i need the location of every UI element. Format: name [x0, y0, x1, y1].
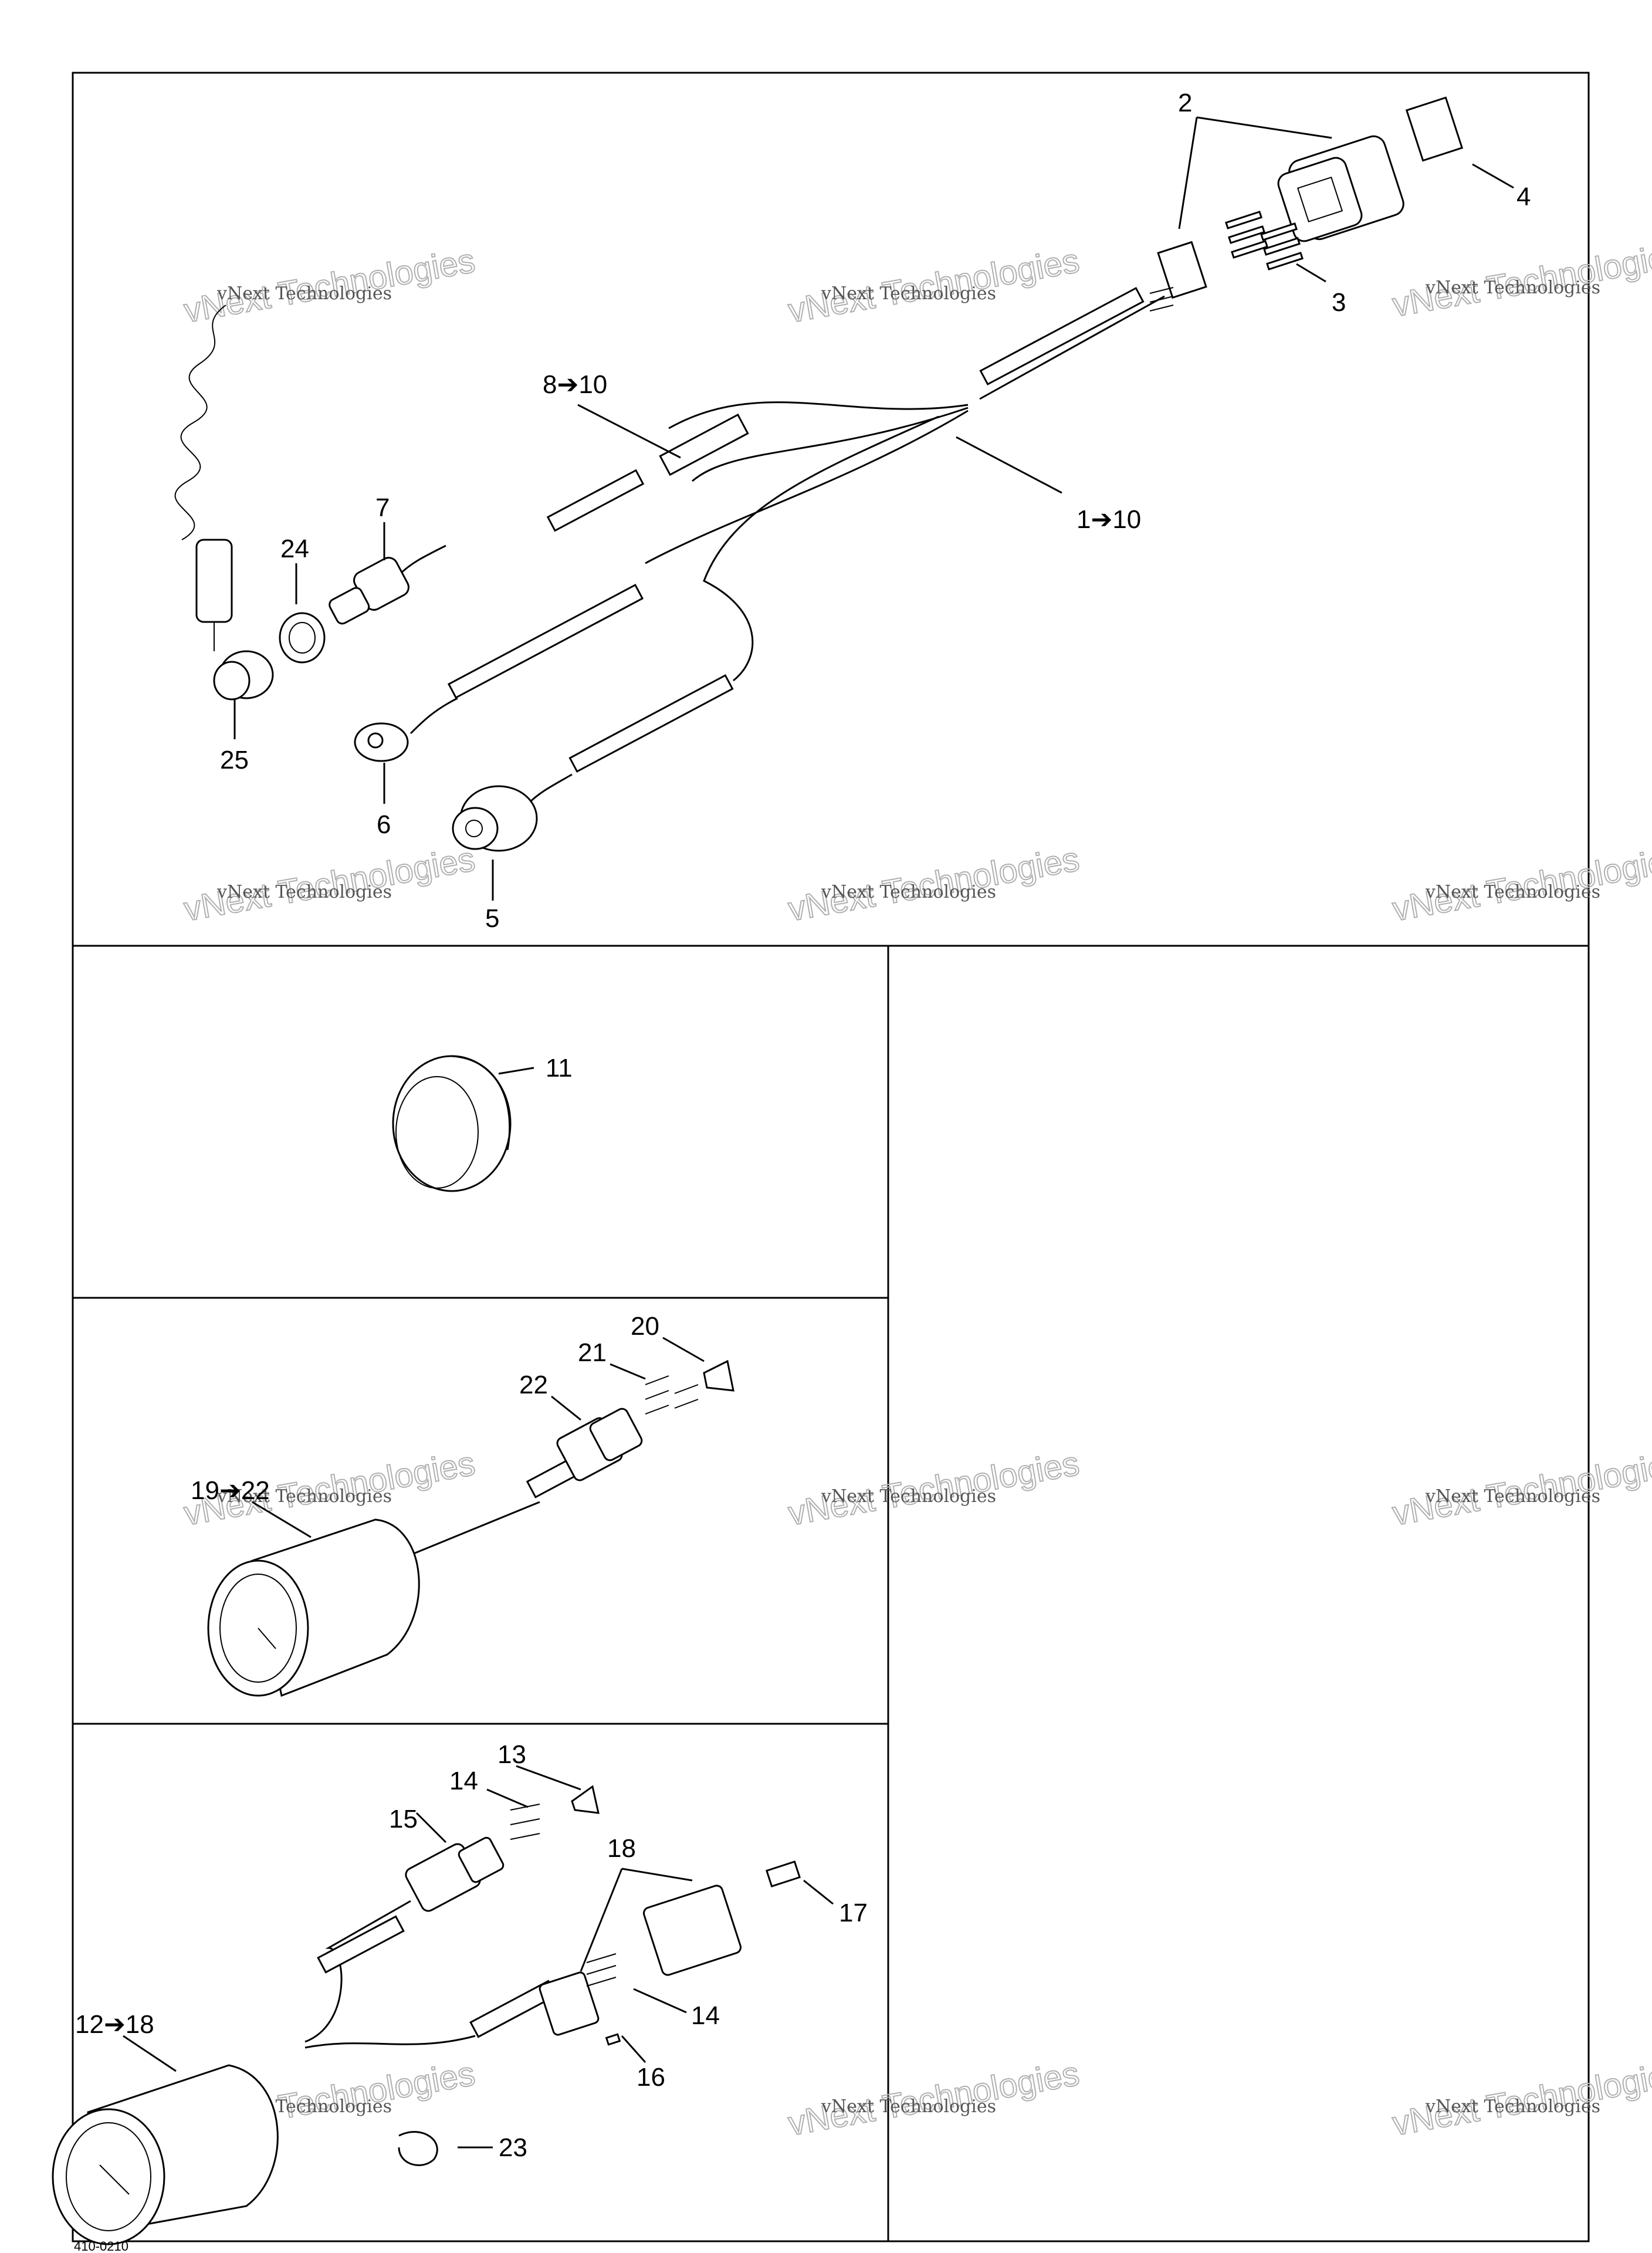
- leader-lines-gauge: [252, 1337, 705, 1538]
- bezel-ring: [392, 1055, 512, 1192]
- callout-12-18: 12➔18: [75, 2010, 154, 2039]
- svg-text:vNext Technologies: vNext Technologies: [821, 882, 996, 902]
- ring-terminal: [354, 697, 458, 762]
- callout-13: 13: [497, 1740, 526, 1769]
- trim-gauge: [52, 1785, 801, 2245]
- watermark-group: vNext Technologies vNext Technologies vN…: [181, 235, 1652, 2143]
- callout-4: 4: [1516, 182, 1531, 211]
- panel-borders: [72, 72, 1590, 2242]
- callout-14-bottom: 14: [691, 2001, 720, 2030]
- o-ring: [279, 612, 326, 664]
- watermark: vNext Technologies vNext Technologies: [1389, 235, 1652, 324]
- leader-lines-top: [233, 116, 1514, 901]
- sensor-plug: [329, 544, 446, 625]
- callout-20: 20: [631, 1312, 659, 1341]
- svg-text:vNext Technologies: vNext Technologies: [216, 1486, 392, 1507]
- callout-19-22: 19➔22: [191, 1476, 270, 1505]
- callout-25: 25: [220, 746, 249, 774]
- callout-1-10: 1➔10: [1076, 505, 1141, 534]
- watermark: vNext Technologies vNext Technologies: [1389, 1443, 1652, 1533]
- watermark: vNext Technologies vNext Technologies: [181, 241, 479, 330]
- svg-text:vNext Technologies: vNext Technologies: [821, 283, 996, 304]
- callout-23: 23: [499, 2133, 527, 2162]
- figure-reference: 410-0210: [74, 2239, 128, 2253]
- svg-text:vNext Technologies: vNext Technologies: [216, 882, 392, 902]
- svg-text:vNext Technologies: vNext Technologies: [821, 2096, 996, 2117]
- svg-text:vNext Technologies: vNext Technologies: [216, 283, 392, 304]
- connector-housing: [1277, 135, 1404, 242]
- svg-text:vNext Technologies: vNext Technologies: [1425, 1486, 1600, 1507]
- callout-21: 21: [578, 1338, 607, 1367]
- callout-6: 6: [377, 810, 391, 839]
- callout-16: 16: [637, 2063, 665, 2092]
- svg-text:vNext Technologies: vNext Technologies: [1425, 2096, 1600, 2117]
- callout-2: 2: [1178, 89, 1192, 117]
- watermark: vNext Technologies vNext Technologies: [181, 839, 479, 929]
- terminal-pins: [1225, 211, 1304, 270]
- callout-15: 15: [389, 1805, 418, 1833]
- watermark: vNext Technologies vNext Technologies: [1389, 839, 1652, 929]
- svg-text:vNext Technologies: vNext Technologies: [1425, 882, 1600, 902]
- svg-text:vNext Technologies: vNext Technologies: [1425, 278, 1600, 298]
- callout-18: 18: [607, 1834, 636, 1863]
- callout-7: 7: [375, 493, 390, 522]
- leader-lines-trim: [123, 1765, 834, 2149]
- watermark: vNext Technologies vNext Technologies: [785, 839, 1083, 929]
- watermark: vNext Technologies vNext Technologies: [785, 241, 1083, 330]
- safety-lanyard: [174, 305, 274, 701]
- tachometer-gauge: [207, 1359, 734, 1697]
- lock-wedge: [1405, 96, 1464, 162]
- callouts: 2 4 3 8➔10 1➔10 7 24 25 6 5 11 20 21 22 …: [75, 89, 1531, 2162]
- pressure-switch: [452, 773, 573, 852]
- watermark: vNext Technologies vNext Technologies: [785, 2054, 1083, 2143]
- callout-8-10: 8➔10: [543, 370, 607, 399]
- watermark: vNext Technologies vNext Technologies: [785, 1443, 1083, 1533]
- svg-text:vNext Technologies: vNext Technologies: [821, 1486, 996, 1507]
- callout-11: 11: [546, 1054, 573, 1082]
- callout-14-top: 14: [449, 1767, 478, 1795]
- connector-plug: [1149, 241, 1207, 312]
- callout-3: 3: [1332, 288, 1346, 317]
- callout-17: 17: [839, 1899, 868, 1927]
- wiring-harness: [174, 96, 1464, 852]
- watermark: vNext Technologies vNext Technologies: [1389, 2054, 1652, 2143]
- callout-22: 22: [519, 1371, 548, 1399]
- callout-24: 24: [280, 535, 309, 563]
- leader-line: [498, 1067, 534, 1075]
- callout-5: 5: [485, 904, 499, 933]
